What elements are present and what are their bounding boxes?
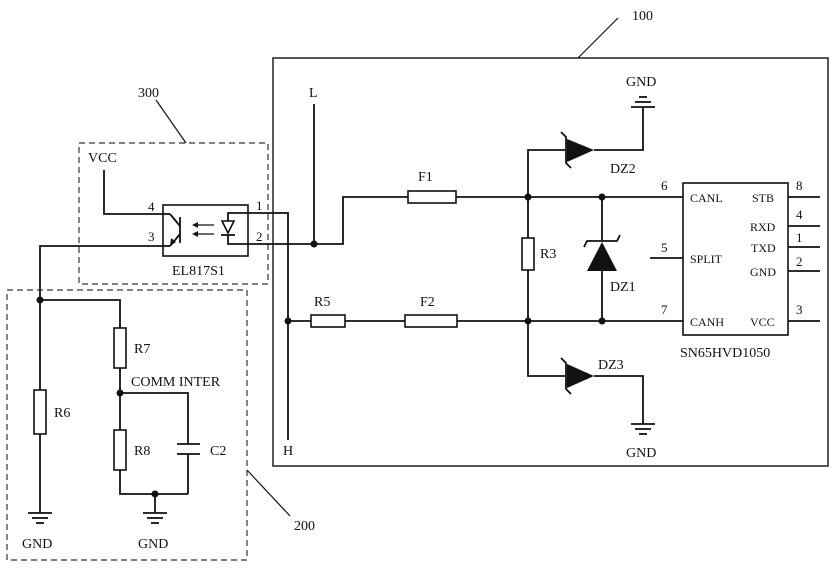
f1-label: F1 — [418, 170, 433, 185]
pin-number-7: 7 — [661, 302, 668, 317]
ground-symbol-dz3 — [631, 423, 655, 435]
opto-pin1-wire — [248, 212, 289, 440]
dz1-label: DZ1 — [610, 280, 636, 295]
vcc-label: VCC — [88, 151, 117, 166]
r7-label: R7 — [134, 342, 150, 357]
block-100-outline — [272, 57, 829, 467]
block-300-ref: 300 — [138, 86, 159, 101]
opto-pin-3: 3 — [148, 229, 155, 244]
h-label: H — [283, 444, 293, 459]
l-junction — [310, 240, 318, 248]
pin-number-3: 3 — [796, 302, 803, 317]
optocoupler-label: EL817S1 — [172, 264, 225, 279]
pin-number-4: 4 — [796, 207, 803, 222]
block-200-ref: 200 — [294, 519, 315, 534]
r7-top-wire — [40, 299, 121, 328]
pin-number-8: 8 — [796, 178, 803, 193]
opto-pin-2: 2 — [256, 229, 263, 244]
opto-pin-1: 1 — [256, 198, 263, 213]
block-200-leader — [246, 469, 291, 517]
pin-label-gnd: GND — [750, 265, 776, 279]
gnd-label-dz2: GND — [626, 75, 656, 90]
pin-label-txd: TXD — [751, 241, 776, 255]
pin-label-stb: STB — [752, 191, 774, 205]
dz3-label: DZ3 — [598, 358, 624, 373]
pin-number-1: 1 — [796, 230, 803, 245]
opto-pin-4: 4 — [148, 199, 155, 214]
f2-label: F2 — [420, 295, 435, 310]
block-100-leader — [577, 17, 619, 59]
r5-label: R5 — [314, 295, 330, 310]
block-300-leader — [155, 99, 187, 144]
dz2-label: DZ2 — [610, 162, 636, 177]
pin-number-5: 5 — [661, 240, 668, 255]
tvs-diode-dz1 — [583, 197, 621, 321]
gnd-label-r6: GND — [22, 537, 52, 552]
r8-label: R8 — [134, 444, 150, 459]
resistor-r5 — [310, 314, 346, 328]
fuse-f2 — [404, 314, 458, 328]
gnd-label-c2: GND — [138, 537, 168, 552]
pin-label-split: SPLIT — [690, 252, 723, 266]
can-transceiver — [650, 182, 820, 336]
opto-pin2-wire — [248, 196, 408, 245]
c2-label: C2 — [210, 444, 226, 459]
r6-label: R6 — [54, 406, 70, 421]
ground-symbol-c2 — [143, 512, 167, 524]
optocoupler — [162, 204, 249, 257]
block-100-ref: 100 — [632, 9, 653, 24]
r8-bottom-wire — [119, 470, 188, 495]
capacitor-c2 — [177, 443, 200, 494]
emitter-wire — [39, 245, 163, 300]
c2-top-wire — [120, 392, 189, 444]
tvs-diode-dz2 — [527, 107, 644, 197]
tvs-diode-dz3 — [527, 321, 644, 424]
block-200-outline — [6, 289, 248, 561]
ground-symbol-dz2 — [631, 96, 655, 108]
transceiver-name: SN65HVD1050 — [680, 346, 770, 361]
resistor-r3 — [521, 237, 535, 271]
resistor-r6 — [33, 389, 47, 435]
l-label: L — [309, 86, 318, 101]
pin-number-2: 2 — [796, 254, 803, 269]
r3-label: R3 — [540, 247, 556, 262]
gnd-label-dz3: GND — [626, 446, 656, 461]
comm-inter-label: COMM INTER — [131, 375, 221, 390]
resistor-r8 — [113, 429, 127, 471]
pin-label-canl: CANL — [690, 191, 723, 205]
block-300-outline — [78, 142, 269, 285]
pin-number-6: 6 — [661, 178, 668, 193]
fuse-f1 — [407, 190, 457, 204]
pin-label-rxd: RXD — [750, 220, 776, 234]
pin-label-canh: CANH — [690, 315, 724, 329]
vcc-wire — [103, 170, 163, 215]
pin-label-vcc: VCC — [750, 315, 775, 329]
ground-symbol-r6 — [28, 512, 52, 524]
resistor-r7 — [113, 327, 127, 369]
